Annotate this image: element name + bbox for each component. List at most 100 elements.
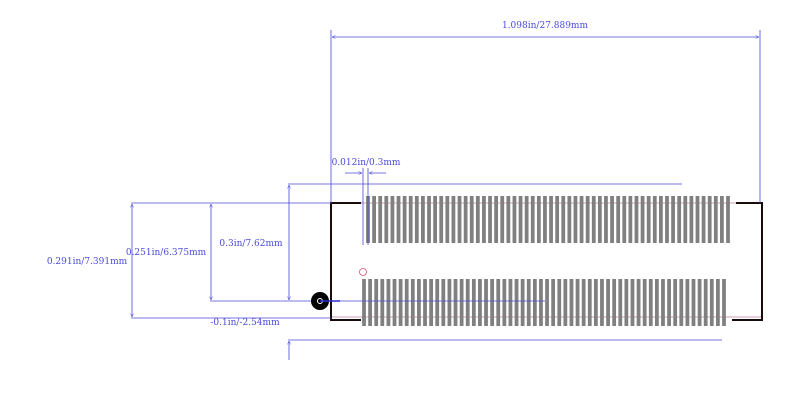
pad-bottom-48 bbox=[648, 279, 653, 326]
pad-bottom-22 bbox=[490, 279, 495, 326]
pad-bottom-44 bbox=[624, 279, 629, 326]
pad-top-12 bbox=[433, 196, 438, 243]
pad-top-17 bbox=[463, 196, 468, 243]
pad-top-7 bbox=[402, 196, 407, 243]
pad-bottom-41 bbox=[606, 279, 610, 326]
pad-top-53 bbox=[683, 196, 688, 243]
pad-bottom-25 bbox=[508, 279, 513, 326]
pad-top-20 bbox=[482, 196, 486, 243]
silk-left-bracket bbox=[330, 202, 361, 321]
silk-right-bracket bbox=[732, 202, 763, 321]
pad-bottom-16 bbox=[453, 279, 458, 326]
pad-top-13 bbox=[439, 196, 444, 243]
pad-top-39 bbox=[597, 196, 602, 243]
pad-top-11 bbox=[427, 196, 431, 243]
origin-marker bbox=[311, 292, 340, 310]
pad-top-54 bbox=[689, 196, 694, 243]
pad-top-44 bbox=[628, 196, 633, 243]
pad-top-50 bbox=[665, 196, 669, 243]
pad-bottom-13 bbox=[435, 279, 440, 326]
pad-bottom-34 bbox=[563, 279, 568, 326]
pad-bottom-4 bbox=[380, 279, 385, 326]
pad-top-35 bbox=[573, 196, 578, 243]
dim-label-origin-offset: -0.1in/-2.54mm bbox=[210, 318, 280, 328]
pad-bottom-1 bbox=[362, 279, 366, 326]
pad-top-26 bbox=[518, 196, 523, 243]
pad-top-41 bbox=[610, 196, 614, 243]
pad-top-40 bbox=[604, 196, 608, 243]
pad-bottom-58 bbox=[709, 279, 714, 326]
pad-bottom-45 bbox=[630, 279, 635, 326]
pad-top-34 bbox=[567, 196, 572, 243]
pad-top-57 bbox=[707, 196, 712, 243]
pad-top-14 bbox=[445, 196, 450, 243]
pad-top-2 bbox=[372, 196, 376, 243]
pad-top-19 bbox=[475, 196, 480, 243]
pad-bottom-3 bbox=[374, 279, 379, 326]
pad-row-top bbox=[366, 196, 730, 243]
pad-bottom-27 bbox=[520, 279, 525, 326]
pad-bottom-11 bbox=[423, 279, 427, 326]
pad-bottom-19 bbox=[471, 279, 476, 326]
pad-top-23 bbox=[500, 196, 505, 243]
pad-bottom-21 bbox=[484, 279, 488, 326]
pad-bottom-35 bbox=[569, 279, 574, 326]
pad-bottom-31 bbox=[545, 279, 549, 326]
pad-top-48 bbox=[652, 196, 657, 243]
pad-bottom-46 bbox=[636, 279, 641, 326]
pad-top-15 bbox=[451, 196, 456, 243]
pad-bottom-42 bbox=[612, 279, 617, 326]
pad-top-29 bbox=[536, 196, 541, 243]
dim-label-inner-height: 0.251in/6.375mm bbox=[126, 248, 207, 258]
pad-bottom-43 bbox=[618, 279, 623, 326]
pad-bottom-6 bbox=[392, 279, 397, 326]
pad-bottom-30 bbox=[539, 279, 543, 326]
pad-top-52 bbox=[677, 196, 682, 243]
pad-top-59 bbox=[720, 196, 724, 243]
pad-top-42 bbox=[616, 196, 621, 243]
pad-bottom-9 bbox=[410, 279, 415, 326]
pad-bottom-7 bbox=[398, 279, 403, 326]
pad-bottom-37 bbox=[581, 279, 586, 326]
pad-bottom-18 bbox=[465, 279, 470, 326]
pad-top-38 bbox=[591, 196, 596, 243]
dim-label-pad-width: 0.012in/0.3mm bbox=[332, 158, 401, 168]
pad-top-10 bbox=[421, 196, 425, 243]
pad-top-31 bbox=[549, 196, 553, 243]
pad-bottom-59 bbox=[716, 279, 720, 326]
pad-top-51 bbox=[671, 196, 675, 243]
pad-top-60 bbox=[726, 196, 730, 243]
pad-bottom-2 bbox=[368, 279, 372, 326]
dim-label-overall-height: 0.291in/7.391mm bbox=[47, 257, 128, 267]
pad-bottom-28 bbox=[526, 279, 531, 326]
pad-bottom-24 bbox=[502, 279, 507, 326]
pad-top-5 bbox=[390, 196, 395, 243]
pad-bottom-17 bbox=[459, 279, 464, 326]
pad-bottom-32 bbox=[551, 279, 556, 326]
pad-bottom-23 bbox=[496, 279, 501, 326]
pad-bottom-36 bbox=[575, 279, 580, 326]
pad-bottom-33 bbox=[557, 279, 562, 326]
pad-bottom-57 bbox=[703, 279, 708, 326]
pad-top-22 bbox=[494, 196, 499, 243]
pad-bottom-38 bbox=[587, 279, 592, 326]
pin1-marker-circle bbox=[359, 268, 367, 276]
pad-bottom-14 bbox=[441, 279, 446, 326]
pad-top-27 bbox=[524, 196, 529, 243]
pad-bottom-52 bbox=[673, 279, 678, 326]
pad-bottom-56 bbox=[697, 279, 702, 326]
pad-bottom-26 bbox=[514, 279, 519, 326]
pad-top-4 bbox=[384, 196, 389, 243]
pad-top-8 bbox=[408, 196, 413, 243]
pad-top-37 bbox=[585, 196, 590, 243]
dim-label-overall-width: 1.098in/27.889mm bbox=[502, 21, 588, 31]
pad-bottom-53 bbox=[679, 279, 684, 326]
pad-top-25 bbox=[512, 196, 517, 243]
pad-top-55 bbox=[695, 196, 700, 243]
pad-top-24 bbox=[506, 196, 511, 243]
reference-lines bbox=[131, 30, 761, 341]
pad-top-58 bbox=[713, 196, 718, 243]
pad-top-3 bbox=[378, 196, 383, 243]
pad-bottom-12 bbox=[429, 279, 434, 326]
